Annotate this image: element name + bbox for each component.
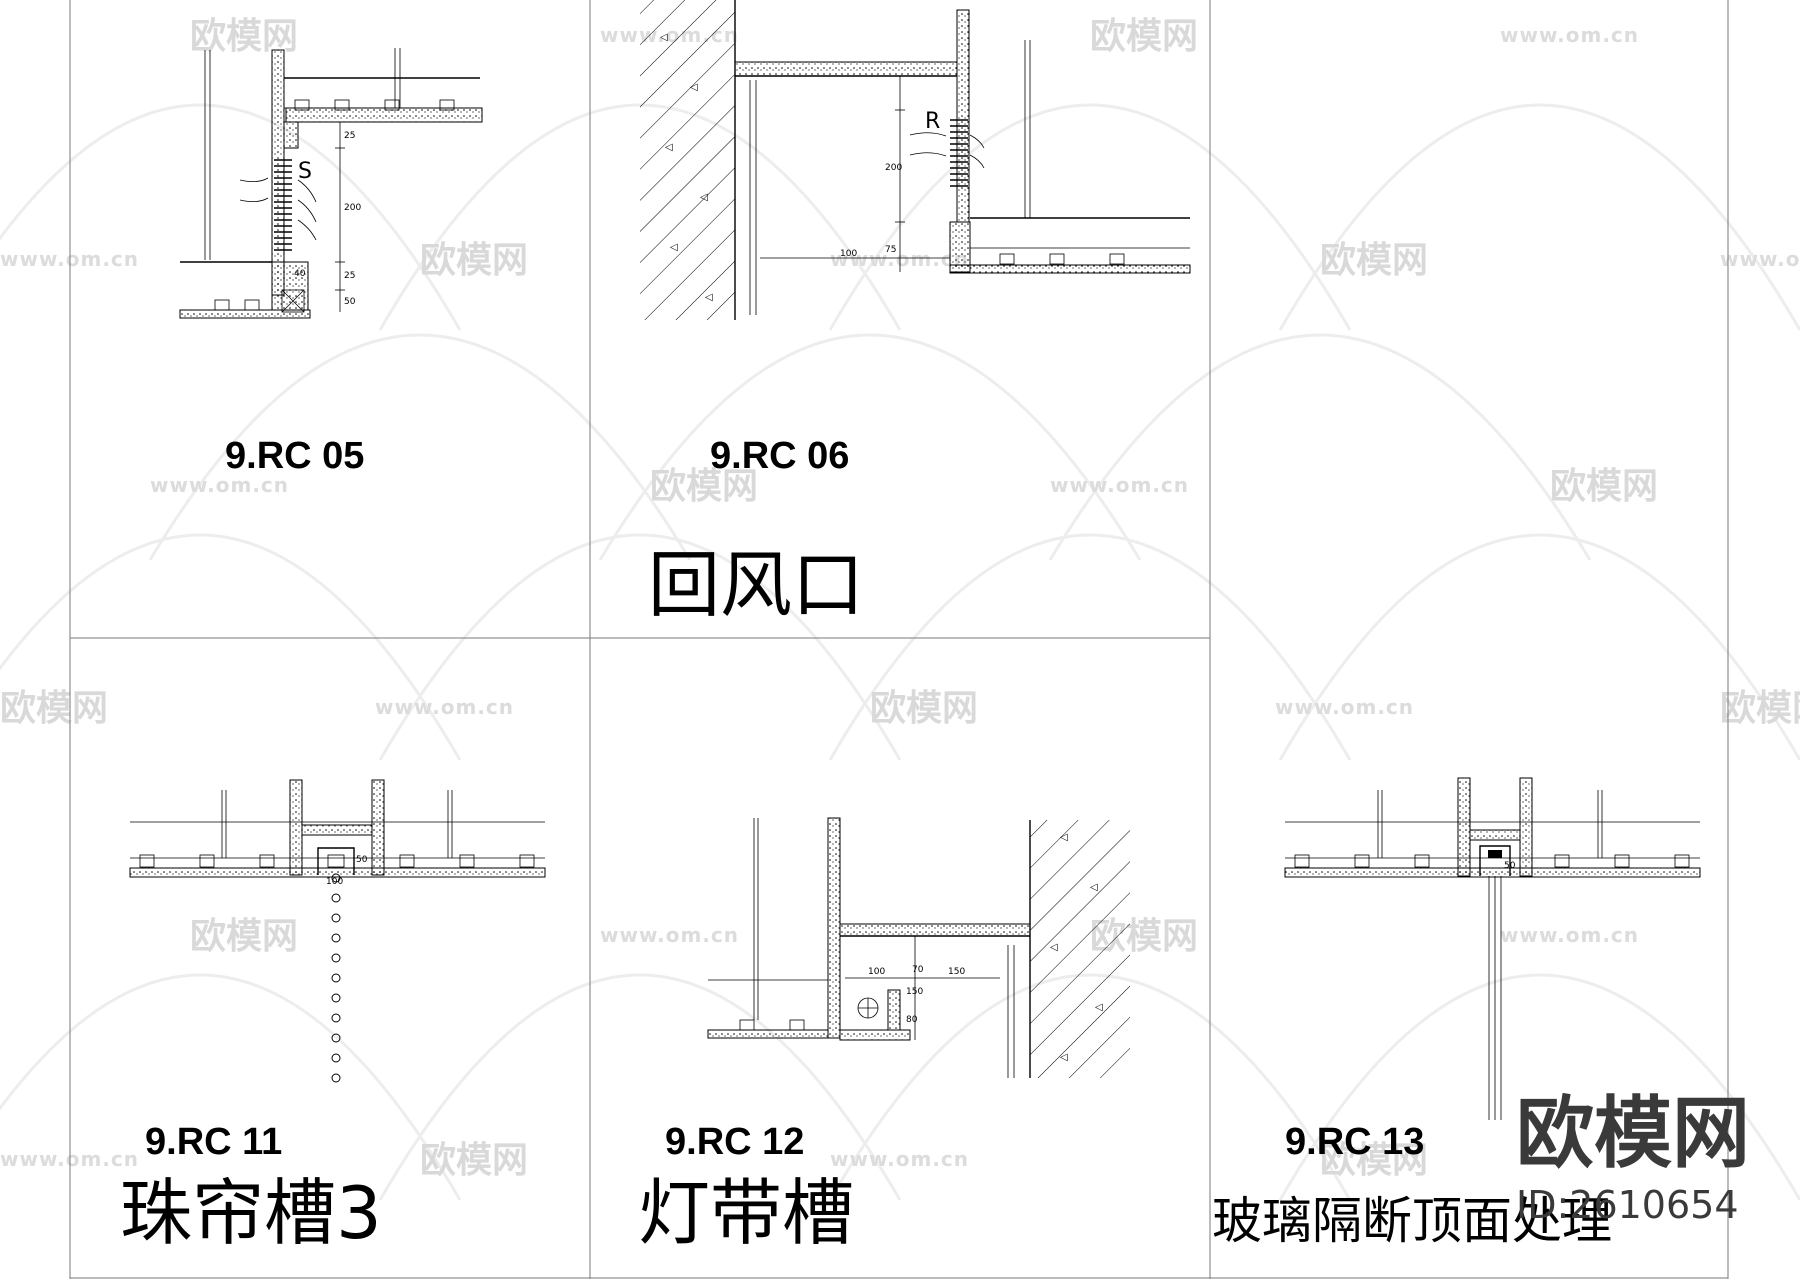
svg-text:◁: ◁ xyxy=(670,242,678,253)
svg-text:◁: ◁ xyxy=(700,192,708,203)
watermark-url: www.om.cn xyxy=(0,1147,139,1171)
panel-title-rc06: 回风口 xyxy=(648,543,864,627)
svg-text:◁: ◁ xyxy=(1050,942,1058,953)
watermark-url: www.om.cn xyxy=(1050,473,1189,497)
stamp-logo: 欧模网 xyxy=(1516,1089,1750,1179)
detail-rc13: 50 xyxy=(1284,777,1701,1120)
watermark-logo: 欧模网 xyxy=(650,466,758,507)
svg-text:◁: ◁ xyxy=(1090,882,1098,893)
dim-label: 40 xyxy=(294,269,306,279)
watermark-logo: 欧模网 xyxy=(1320,240,1428,281)
watermark-url: www.om.cn xyxy=(0,247,139,271)
dim-label: 200 xyxy=(885,163,902,173)
dim-label: 80 xyxy=(906,1015,918,1025)
dim-label: 25 xyxy=(344,271,355,281)
supply-marker: S xyxy=(298,159,312,184)
dim-label: 150 xyxy=(948,967,965,977)
watermark-url: www.om.cn xyxy=(830,247,969,271)
watermark-logo: 欧模网 xyxy=(1320,1140,1428,1181)
watermark-urls: www.om.cn www.om.cn www.om.cn www.om.cn … xyxy=(0,23,1800,1171)
watermark-url: www.om.cn xyxy=(600,923,739,947)
svg-text:◁: ◁ xyxy=(1060,832,1068,843)
watermark-logo: 欧模网 xyxy=(1090,16,1198,57)
watermark-logo: 欧模网 xyxy=(420,1140,528,1181)
panel-code-rc13: 9.RC 13 xyxy=(1285,1121,1424,1163)
panel-title-rc12: 灯带槽 xyxy=(638,1171,854,1255)
dim-label: 100 xyxy=(868,967,885,977)
watermark-logo: 欧模网 xyxy=(870,688,978,729)
svg-text:◁: ◁ xyxy=(690,82,698,93)
dim-label: 200 xyxy=(344,203,361,213)
watermark-stamp: 欧模网 ID:2610654 xyxy=(1516,1089,1750,1227)
watermark-logo: 欧模网 xyxy=(190,916,298,957)
svg-text:◁: ◁ xyxy=(705,292,713,303)
dim-label: 50 xyxy=(344,297,356,307)
detail-rc12: ◁◁◁ ◁◁ 100 70 150 150 80 xyxy=(707,817,1130,1078)
panel-title-rc11: 珠帘槽3 xyxy=(120,1171,382,1255)
watermark-url: www.om.cn xyxy=(150,473,289,497)
panel-code-rc12: 9.RC 12 xyxy=(665,1121,804,1163)
dim-label: 50 xyxy=(1504,861,1516,871)
dim-label: 100 xyxy=(840,249,857,259)
watermark-logo: 欧模网 xyxy=(420,240,528,281)
watermark-url: www.om.cn xyxy=(1275,695,1414,719)
watermark-logo: 欧模网 xyxy=(0,688,108,729)
return-marker: R xyxy=(925,109,940,134)
watermark-url: www.om.cn xyxy=(375,695,514,719)
watermark-url: www.om.cn xyxy=(830,1147,969,1171)
watermark-logo: 欧模网 xyxy=(1550,466,1658,507)
watermark-logo: 欧模网 xyxy=(1720,688,1800,729)
panel-title-rc13: 玻璃隔断顶面处理 xyxy=(1212,1192,1612,1250)
stamp-id: ID:2610654 xyxy=(1516,1183,1739,1227)
watermark-url: www.om.cn xyxy=(1500,923,1639,947)
watermark-url: www.om.cn xyxy=(1720,247,1800,271)
dim-label: 75 xyxy=(885,245,896,255)
svg-text:◁: ◁ xyxy=(665,142,673,153)
watermark-arcs xyxy=(0,103,1800,1201)
detail-rc11: 50 100 xyxy=(129,779,546,1083)
dim-label: 70 xyxy=(912,965,924,975)
panel-code-rc05: 9.RC 05 xyxy=(225,435,364,477)
detail-rc05: S 25 200 25 50 40 xyxy=(179,48,483,319)
panel-grid xyxy=(69,0,1729,1279)
panel-code-rc06: 9.RC 06 xyxy=(710,435,849,477)
svg-text:◁: ◁ xyxy=(1060,1052,1068,1063)
watermark-url: www.om.cn xyxy=(1500,23,1639,47)
svg-text:◁: ◁ xyxy=(660,32,668,43)
dim-label: 50 xyxy=(356,855,368,865)
svg-text:◁: ◁ xyxy=(1095,1002,1103,1013)
detail-rc06: ◁ ◁ ◁ ◁ ◁ ◁ R xyxy=(640,0,1191,320)
watermark-logos: 欧模网 欧模网 欧模网 欧模网 欧模网 欧模网 欧模网 欧模网 欧模网 欧模网 … xyxy=(0,16,1800,1181)
dim-label: 25 xyxy=(344,131,355,141)
panel-code-rc11: 9.RC 11 xyxy=(145,1121,282,1163)
